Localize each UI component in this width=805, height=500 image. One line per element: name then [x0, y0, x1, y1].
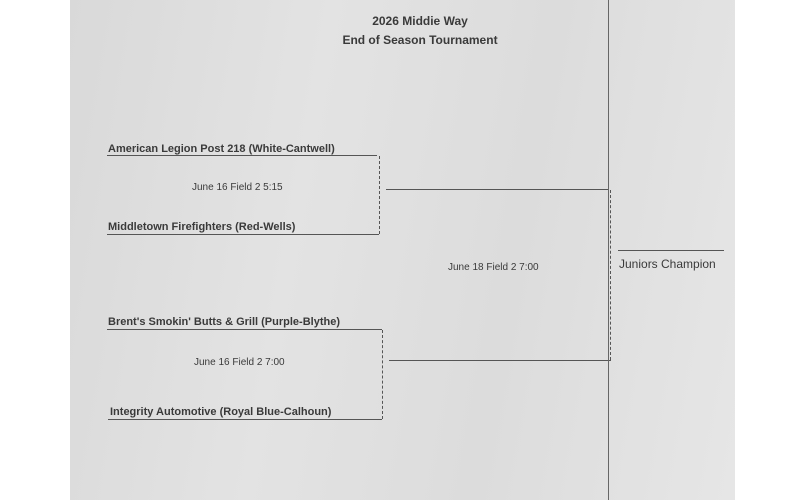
game-2-schedule: June 16 Field 2 7:00: [194, 357, 285, 368]
game-1-schedule: June 16 Field 2 5:15: [192, 182, 283, 193]
team-slot-2: Middletown Firefighters (Red-Wells): [108, 221, 296, 233]
final-schedule: June 18 Field 2 7:00: [448, 262, 539, 273]
bracket-sheet: 2026 Middie Way End of Season Tournament…: [70, 0, 735, 500]
finalist-slot-2-line: [389, 360, 611, 361]
tournament-title: 2026 Middie Way: [372, 14, 468, 28]
team-slot-1-line: [107, 155, 377, 156]
game-2-connector: [382, 330, 383, 419]
team-slot-4: Integrity Automotive (Royal Blue-Calhoun…: [110, 406, 332, 418]
final-connector: [610, 190, 611, 360]
game-1-connector: [379, 156, 380, 234]
fold-line: [608, 0, 609, 500]
team-slot-2-line: [107, 234, 379, 235]
team-slot-4-line: [108, 419, 382, 420]
team-slot-3: Brent's Smokin' Butts & Grill (Purple-Bl…: [108, 316, 340, 328]
finalist-slot-1-line: [386, 189, 608, 190]
team-slot-3-line: [107, 329, 382, 330]
champion-line: [618, 250, 724, 251]
team-slot-1: American Legion Post 218 (White-Cantwell…: [108, 143, 335, 155]
champion-label: Juniors Champion: [619, 257, 716, 271]
tournament-subtitle: End of Season Tournament: [342, 33, 498, 47]
